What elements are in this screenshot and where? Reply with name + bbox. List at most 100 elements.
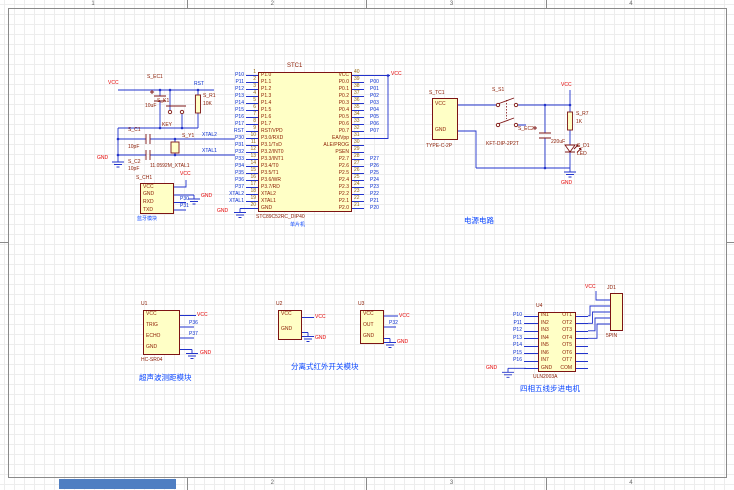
net-label[interactable]: P10 — [513, 312, 522, 318]
net-label[interactable]: RST — [234, 128, 244, 134]
designator-y1[interactable]: S_Y1 — [182, 133, 195, 139]
net-label[interactable]: P25 — [370, 170, 379, 176]
capacitor-ec1[interactable] — [150, 90, 166, 102]
designator-ec2[interactable]: S_EC2 — [518, 125, 534, 132]
gnd-power-label[interactable]: GND — [315, 335, 327, 341]
net-label[interactable]: P22 — [370, 191, 379, 197]
vcc-power-label[interactable]: VCC — [108, 80, 119, 86]
net-label[interactable]: XTAL1 — [229, 198, 244, 204]
gnd-power-label[interactable]: GND — [217, 208, 229, 214]
switch-s1-levers[interactable] — [498, 97, 515, 124]
uln2003-body[interactable] — [538, 312, 576, 372]
designator-ch1[interactable]: S_CH1 — [136, 175, 153, 181]
ir-u3-body[interactable] — [360, 310, 384, 344]
net-label[interactable]: P15 — [513, 349, 522, 356]
capacitor-c2[interactable] — [145, 150, 151, 160]
component-symbols[interactable] — [145, 90, 582, 160]
net-label[interactable]: P33 — [235, 156, 244, 162]
net-label[interactable]: XTAL2 — [229, 191, 244, 197]
net-label-rst[interactable]: RST — [194, 81, 204, 87]
vcc-power-label[interactable]: VCC — [561, 82, 572, 88]
designator-k1[interactable]: S_K1 — [157, 98, 170, 104]
resistor-r1[interactable] — [195, 94, 201, 114]
net-label[interactable]: P14 — [235, 100, 244, 106]
ultrasonic-part[interactable]: HC-SR04 — [141, 357, 163, 363]
ultrasonic-section-title[interactable]: 超声波测距模块 — [139, 373, 192, 382]
designator-mcu[interactable]: STC1 — [287, 62, 303, 69]
vcc-power-label[interactable]: VCC — [391, 70, 402, 77]
net-label[interactable]: P12 — [513, 327, 522, 333]
value-r1[interactable]: 10K — [203, 101, 212, 107]
net-label[interactable]: P12 — [235, 86, 244, 92]
vcc-power-label[interactable]: VCC — [315, 313, 326, 320]
designator-r7[interactable]: S_R7 — [576, 111, 589, 117]
typec-caption[interactable]: TYPE-C-2P — [426, 142, 453, 149]
designator-c2[interactable]: S_C2 — [128, 158, 141, 165]
bluetooth-connector-body[interactable] — [140, 183, 174, 214]
crystal-y1[interactable] — [170, 141, 180, 154]
net-label-xtal2[interactable]: XTAL2 — [202, 131, 217, 138]
ultrasonic-body[interactable] — [143, 310, 180, 355]
net-label[interactable]: P11 — [513, 319, 522, 326]
gnd-power-label[interactable]: GND — [561, 179, 573, 186]
designator-ec1[interactable]: S_EC1 — [147, 74, 163, 80]
designator-c1[interactable]: S_C1 — [128, 127, 141, 133]
gnd-power-label[interactable]: GND — [201, 192, 213, 199]
horizontal-scrollbar-thumb[interactable] — [59, 479, 176, 489]
net-label[interactable]: P24 — [370, 177, 379, 183]
designator-jd1[interactable]: JD1 — [607, 285, 616, 291]
net-label[interactable]: P20 — [370, 205, 379, 211]
net-label[interactable]: P30 — [235, 135, 244, 141]
net-label-p30[interactable]: P30 — [180, 195, 189, 202]
jd1-body[interactable] — [610, 293, 623, 331]
net-label-xtal1[interactable]: XTAL1 — [202, 147, 217, 154]
net-label[interactable]: P01 — [370, 86, 379, 92]
capacitor-c1[interactable] — [145, 134, 151, 144]
net-label[interactable]: P13 — [513, 334, 522, 341]
net-label[interactable]: P07 — [370, 128, 379, 134]
net-label[interactable]: P15 — [235, 107, 244, 113]
capacitor-ec2[interactable] — [533, 126, 551, 139]
power-section-title[interactable]: 电源电路 — [464, 216, 494, 225]
net-label[interactable]: P34 — [235, 163, 244, 169]
value-c2[interactable]: 10pF — [128, 165, 140, 172]
mcu-caption[interactable]: 单片机 — [290, 221, 306, 228]
value-ec2[interactable]: 220uF — [551, 139, 566, 145]
net-label[interactable]: P10 — [235, 72, 244, 78]
uln-part-number[interactable]: ULN2003A — [533, 374, 558, 380]
led-d1[interactable] — [564, 144, 582, 153]
value-c1[interactable]: 10pF — [128, 144, 140, 150]
gnd-power-label[interactable]: GND — [397, 339, 409, 345]
mcu-part-number[interactable]: STC89C52RC_DIP40 — [256, 213, 305, 220]
net-label[interactable]: P31 — [235, 142, 244, 148]
net-label[interactable]: P21 — [370, 198, 379, 204]
switch-caption[interactable]: KFT-DIP-2P2T — [486, 141, 519, 147]
mcu-body[interactable] — [258, 72, 352, 212]
net-label[interactable]: P26 — [370, 163, 379, 169]
value-y1[interactable]: 11.0592M_XTAL1 — [150, 162, 190, 169]
ir-u2-body[interactable] — [278, 310, 302, 340]
jd1-caption[interactable]: 5PIN — [606, 333, 618, 339]
net-label[interactable]: P14 — [513, 342, 522, 348]
net-label[interactable]: P27 — [370, 156, 379, 162]
vcc-power-label[interactable]: VCC — [399, 312, 410, 319]
designator-u2[interactable]: U2 — [276, 301, 283, 307]
net-label-out[interactable]: P32 — [389, 319, 398, 326]
net-label-p31[interactable]: P31 — [180, 203, 189, 209]
wires[interactable] — [117, 75, 610, 369]
net-label[interactable]: P05 — [370, 114, 379, 120]
net-label-trig[interactable]: P36 — [189, 319, 198, 326]
net-label[interactable]: P32 — [235, 149, 244, 155]
vcc-power-label[interactable]: VCC — [197, 311, 208, 318]
net-label[interactable]: P03 — [370, 100, 379, 106]
resistor-r7[interactable] — [567, 111, 573, 131]
net-label[interactable]: P13 — [235, 93, 244, 99]
net-label[interactable]: P16 — [513, 357, 522, 363]
designator-u4[interactable]: U4 — [536, 302, 543, 309]
designator-s1[interactable]: S_S1 — [492, 86, 505, 93]
designator-r1[interactable]: S_R1 — [203, 93, 216, 99]
designator-d1[interactable]: S_D1 — [577, 143, 590, 149]
gnd-power-label[interactable]: GND — [486, 364, 498, 371]
vcc-power-label[interactable]: VCC — [180, 171, 191, 177]
